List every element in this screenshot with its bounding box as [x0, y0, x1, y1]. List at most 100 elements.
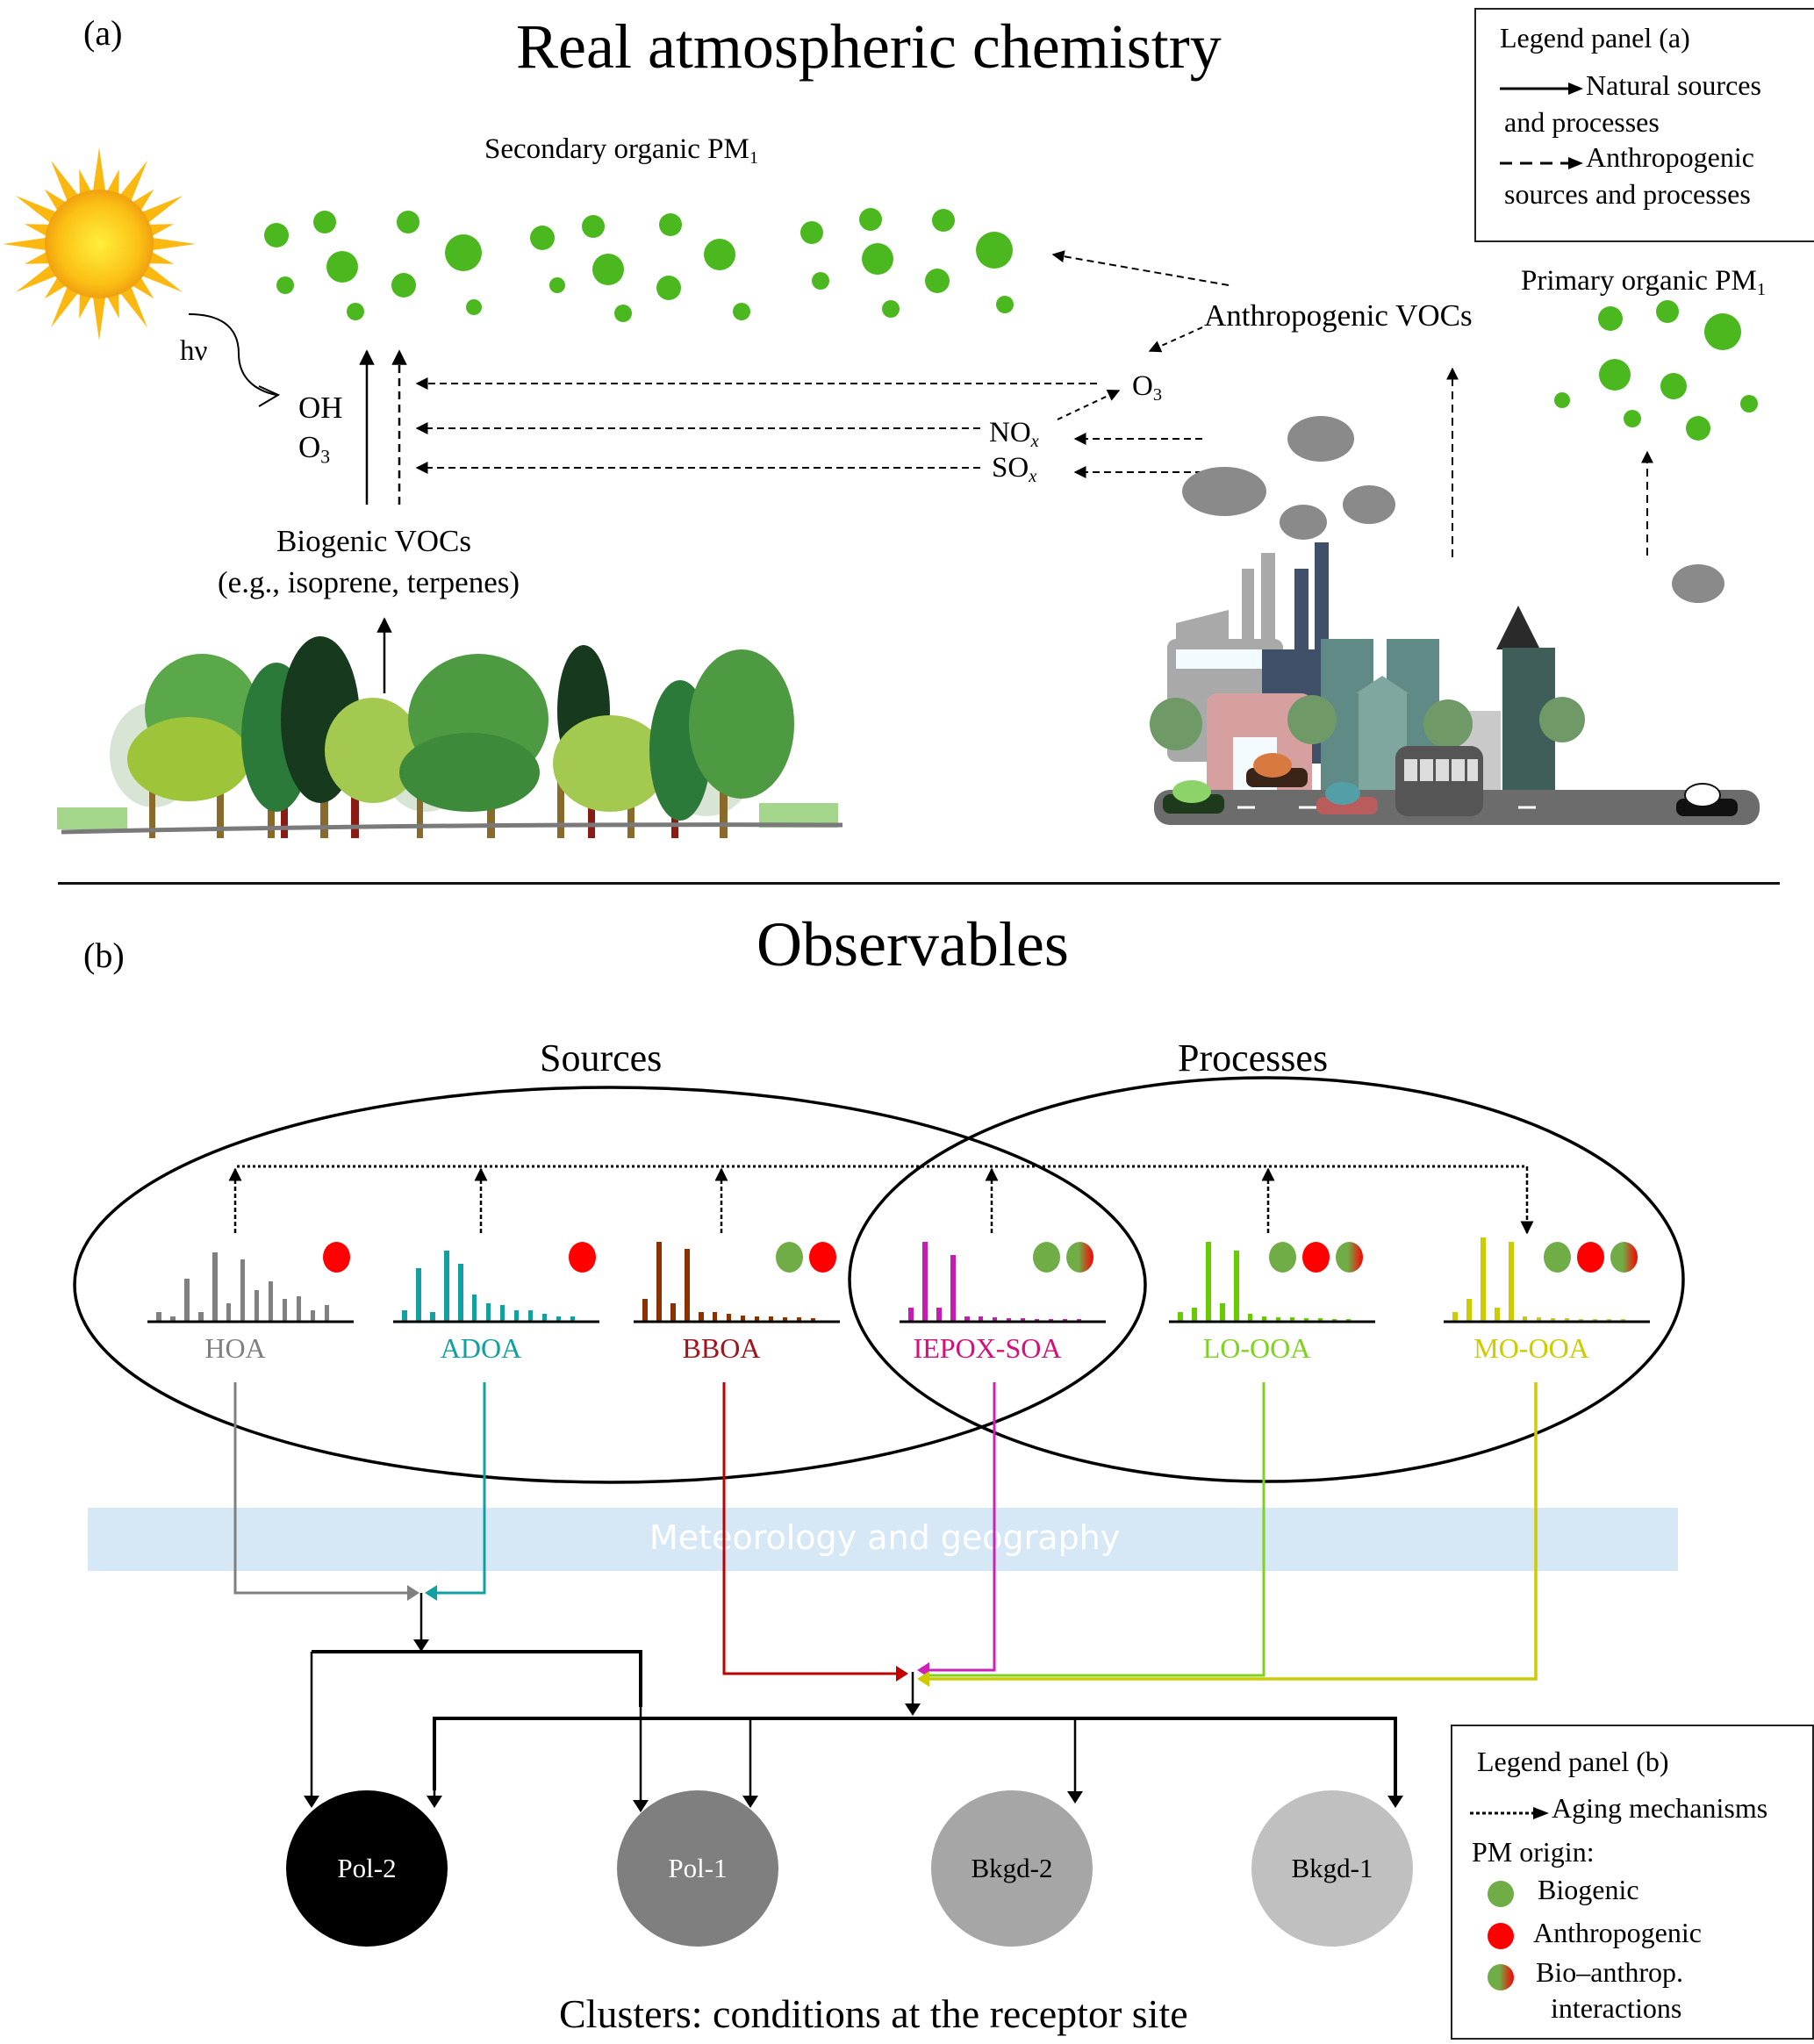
spectrum-bar [964, 1316, 970, 1321]
spectrum-bar [226, 1303, 231, 1321]
spectrum-bar [811, 1318, 815, 1321]
cluster-bkgd-2: Bkgd-2 [931, 1790, 1093, 1947]
spectrum-bar [170, 1316, 176, 1321]
anthropogenic-origin-dot-icon [1577, 1242, 1604, 1273]
spectrum-bar [1063, 1319, 1067, 1321]
bio-anthrop-origin-dot-icon [1336, 1242, 1363, 1273]
hoa-connector [233, 1382, 412, 1595]
dashed-arrow-icon [1500, 157, 1583, 169]
spectrum-bar [1621, 1319, 1625, 1321]
factor-label: BBOA [682, 1332, 761, 1364]
mass-spectrum-adoa [393, 1251, 599, 1323]
lo-ooa-connector [926, 1382, 1265, 1677]
particle-dot [582, 215, 605, 238]
hv-label: hν [180, 335, 208, 367]
particle-dot [1624, 410, 1641, 427]
particle-dot [313, 211, 336, 233]
junction1-bus [312, 1650, 642, 1707]
sources-ellipse [73, 1086, 1147, 1484]
particle-dot [1656, 300, 1679, 323]
particle-dot [1554, 392, 1570, 408]
particle-dot [733, 303, 750, 320]
factor-label: IEPOX-SOA [913, 1332, 1062, 1364]
spectrum-bar [1452, 1312, 1458, 1321]
legend-a-anthro-2: sources and processes [1504, 178, 1751, 210]
legend-b-title: Legend panel (b) [1477, 1746, 1669, 1777]
spectrum-bar [156, 1312, 161, 1321]
biogenic-examples-label: (e.g., isoprene, terpenes) [218, 565, 520, 599]
spectrum-bar [1035, 1319, 1039, 1321]
particle-dot [800, 221, 823, 244]
spectrum-bar [1304, 1318, 1309, 1321]
city-illustration [1150, 416, 1760, 825]
anthropogenic-origin-dot-icon [809, 1242, 836, 1273]
panel-b-label: (b) [83, 936, 125, 975]
spectrum-bar [1607, 1319, 1611, 1321]
spectrum-bar [1220, 1303, 1225, 1321]
legend-a-natural-2: and processes [1504, 106, 1660, 138]
particle-dot [925, 269, 950, 293]
bboa-connector [722, 1382, 900, 1675]
spectrum-bar [486, 1303, 491, 1321]
cluster-label: Bkgd-2 [971, 1853, 1053, 1883]
processes-ellipse [848, 1076, 1685, 1483]
particle-dot [812, 272, 829, 290]
spectrum-bar [570, 1316, 575, 1321]
spectrum-bar [1318, 1318, 1323, 1321]
spectrum-bar [769, 1316, 773, 1321]
spectrum-bar [297, 1296, 301, 1321]
anthropogenic-origin-dot-icon [569, 1242, 596, 1273]
clusters-footer: Clusters: conditions at the receptor sit… [559, 1991, 1188, 2036]
particle-dot [397, 211, 419, 233]
sox-label: SOx [992, 452, 1037, 487]
particle-dot [1686, 416, 1710, 441]
mass-spectrum-mo-ooa [1444, 1237, 1650, 1323]
spectrum-bar [1523, 1316, 1527, 1321]
legend-a-title: Legend panel (a) [1500, 22, 1690, 54]
cluster-bkgd-1: Bkgd-1 [1251, 1790, 1413, 1947]
legend-b-aging: Aging mechanisms [1552, 1792, 1768, 1824]
particle-dot [976, 232, 1013, 269]
sun-icon [3, 147, 196, 341]
cluster-pol-2: Pol-2 [286, 1790, 448, 1947]
spectrum-bar [255, 1290, 259, 1321]
arrowhead [1387, 1796, 1403, 1808]
spectrum-bar [198, 1312, 204, 1321]
spectrum-bar [283, 1299, 287, 1321]
legend-b-bio-anthrop-2: interactions [1551, 1992, 1682, 2024]
spectrum-bar [1248, 1314, 1252, 1321]
spectrum-bar [727, 1314, 731, 1321]
oh-label: OH [298, 391, 343, 425]
arrowhead [425, 1585, 437, 1601]
particle-dot [347, 303, 364, 320]
particle-dot [704, 239, 735, 270]
spectrum-bar [444, 1251, 449, 1321]
biogenic-dot-icon [1488, 1881, 1514, 1907]
particle-dot [1599, 359, 1631, 391]
particle-dot [1740, 395, 1758, 412]
spectrum-bar [1551, 1318, 1555, 1321]
biogenic-origin-dot-icon [1544, 1242, 1571, 1273]
arrowhead [413, 1639, 429, 1652]
particle-dot [882, 300, 900, 318]
spectrum-bar [514, 1310, 519, 1321]
spectrum-bar [1332, 1319, 1337, 1321]
panel-a-label: (a) [83, 13, 123, 53]
mass-spectrum-lo-ooa [1169, 1242, 1375, 1323]
nox-to-o3-arrow [1057, 390, 1121, 420]
anthropogenic-vocs-label: Anthropogenic VOCs [1204, 298, 1473, 333]
arrowhead [896, 1666, 908, 1682]
spectrum-bar [1593, 1319, 1597, 1321]
mass-spectrum-bboa [634, 1242, 840, 1323]
legend-b-anthropogenic: Anthropogenic [1533, 1917, 1702, 1948]
anthropogenic-origin-dot-icon [1302, 1242, 1330, 1273]
particle-dot [932, 209, 955, 232]
particle-dot [276, 276, 294, 294]
spectrum-bar [1192, 1308, 1197, 1321]
panel-b-title: Observables [756, 909, 1069, 979]
legend-panel-b: Legend panel (b) Aging mechanisms PM ori… [1451, 1725, 1814, 2040]
particle-dot [996, 296, 1014, 313]
factor-label: HOA [204, 1332, 266, 1364]
arrowhead [905, 1703, 921, 1716]
